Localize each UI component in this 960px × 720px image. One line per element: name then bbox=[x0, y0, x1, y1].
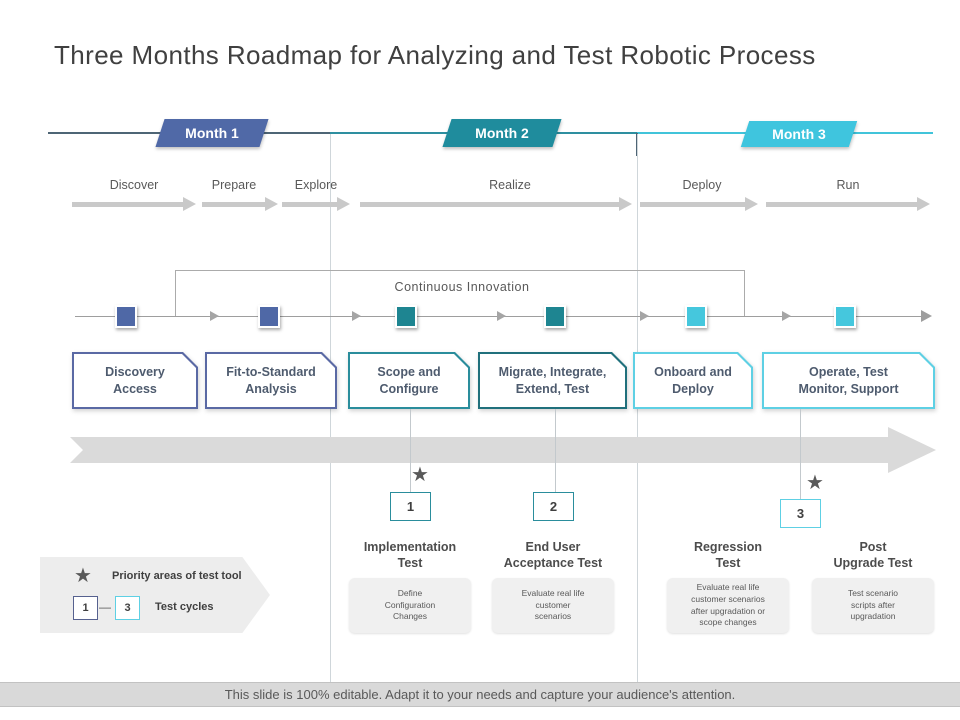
phase-label-realize: Realize bbox=[489, 178, 531, 192]
test-title-end-user-acceptance: End User Acceptance Test bbox=[503, 540, 603, 570]
month-1-banner: Month 1 bbox=[155, 119, 269, 147]
process-box-label: Migrate, Integrate, Extend, Test bbox=[480, 354, 625, 407]
connector-line bbox=[555, 409, 556, 492]
milestone-square-6 bbox=[834, 305, 856, 328]
test-title-post-upgrade: Post Upgrade Test bbox=[833, 540, 913, 570]
cycle-box-1: 1 bbox=[390, 492, 431, 521]
milestone-square-3 bbox=[395, 305, 417, 328]
process-box-label: Scope and Configure bbox=[350, 354, 468, 407]
process-box-operate-support: Operate, Test Monitor, Support bbox=[762, 352, 935, 409]
timeline-arrow-icon bbox=[782, 311, 791, 321]
legend-cycles-label: Test cycles bbox=[155, 601, 214, 613]
test-title-regression: Regression Test bbox=[693, 540, 763, 570]
legend-star-icon: ★ bbox=[74, 565, 92, 587]
realize-arrow bbox=[360, 197, 632, 211]
phase-label-run: Run bbox=[836, 178, 860, 192]
process-box-discovery-access: Discovery Access bbox=[72, 352, 198, 409]
cycle-box-3: 3 bbox=[780, 499, 821, 528]
timeline-arrow-icon bbox=[640, 311, 649, 321]
cycle-box-2: 2 bbox=[533, 492, 574, 521]
process-box-scope-configure: Scope and Configure bbox=[348, 352, 470, 409]
priority-star-icon: ★ bbox=[806, 472, 824, 494]
milestone-square-2 bbox=[258, 305, 280, 328]
legend-cycle-end-box: 3 bbox=[115, 596, 140, 620]
legend-background bbox=[40, 557, 270, 633]
test-desc-end-user-acceptance: Evaluate real life customer scenarios bbox=[492, 578, 614, 633]
deploy-arrow bbox=[640, 197, 758, 211]
legend-dash: — bbox=[99, 600, 111, 614]
timeline-arrow-icon bbox=[210, 311, 219, 321]
phase-label-prepare: Prepare bbox=[211, 178, 257, 192]
priority-star-icon: ★ bbox=[411, 464, 429, 486]
process-box-label: Operate, Test Monitor, Support bbox=[764, 354, 933, 407]
milestone-square-5 bbox=[685, 305, 707, 328]
phase-label-deploy: Deploy bbox=[682, 178, 722, 192]
explore-arrow bbox=[282, 197, 350, 211]
main-roadmap-arrow bbox=[70, 427, 936, 473]
phase-label-explore: Explore bbox=[294, 178, 338, 192]
discover-arrow bbox=[72, 197, 196, 211]
footer-note: This slide is 100% editable. Adapt it to… bbox=[0, 682, 960, 707]
test-desc-regression: Evaluate real life customer scenarios af… bbox=[667, 578, 789, 633]
timeline-arrow-icon bbox=[352, 311, 361, 321]
phase-label-discover: Discover bbox=[109, 178, 159, 192]
page-title: Three Months Roadmap for Analyzing and T… bbox=[54, 40, 816, 70]
process-box-label: Discovery Access bbox=[74, 354, 196, 407]
process-box-fit-to-standard: Fit-to-Standard Analysis bbox=[205, 352, 337, 409]
process-box-onboard-deploy: Onboard and Deploy bbox=[633, 352, 753, 409]
innovation-timeline-arrowhead-icon bbox=[921, 310, 932, 322]
test-desc-implementation: Define Configuration Changes bbox=[349, 578, 471, 633]
month-3-banner: Month 3 bbox=[740, 121, 858, 147]
connector-line bbox=[800, 409, 801, 499]
prepare-arrow bbox=[202, 197, 278, 211]
process-box-label: Onboard and Deploy bbox=[635, 354, 751, 407]
timeline-arrow-icon bbox=[497, 311, 506, 321]
legend-cycle-start-box: 1 bbox=[73, 596, 98, 620]
milestone-square-4 bbox=[544, 305, 566, 328]
milestone-square-1 bbox=[115, 305, 137, 328]
test-desc-post-upgrade: Test scenario scripts after upgradation bbox=[812, 578, 934, 633]
legend-priority-label: Priority areas of test tool bbox=[112, 570, 242, 582]
connector-line bbox=[410, 409, 411, 492]
continuous-innovation-bracket bbox=[175, 270, 745, 316]
test-title-implementation: Implementation Test bbox=[363, 540, 457, 570]
month-2-label: Month 2 bbox=[475, 125, 529, 141]
month-3-label: Month 3 bbox=[772, 126, 826, 142]
process-box-migrate-integrate: Migrate, Integrate, Extend, Test bbox=[478, 352, 627, 409]
continuous-innovation-label: Continuous Innovation bbox=[394, 280, 530, 294]
month-2-banner: Month 2 bbox=[442, 119, 562, 147]
process-box-label: Fit-to-Standard Analysis bbox=[207, 354, 335, 407]
run-arrow bbox=[766, 197, 930, 211]
month-1-label: Month 1 bbox=[185, 125, 239, 141]
